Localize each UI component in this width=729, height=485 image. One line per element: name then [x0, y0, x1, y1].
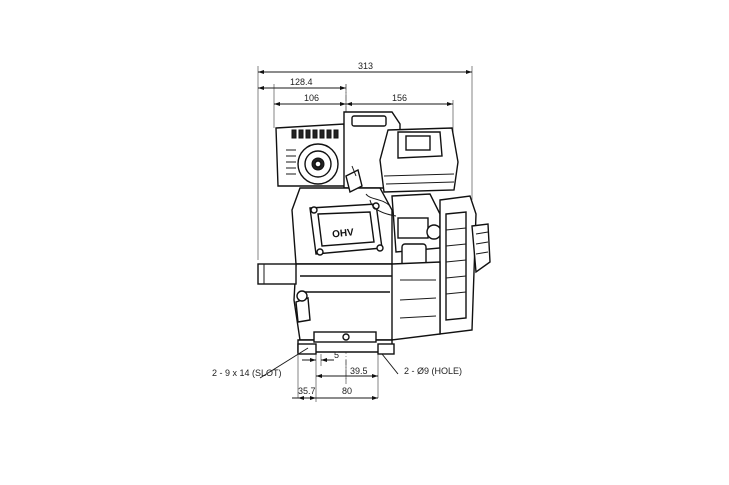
hole-callout: 2 - Ø9 (HOLE)	[404, 366, 462, 376]
shroud-louvers	[291, 129, 339, 139]
engine-body: OHV	[257, 111, 491, 355]
dim-80: 80	[342, 386, 352, 396]
dim-5: 5	[334, 350, 339, 360]
dim-39-5: 39.5	[350, 366, 368, 376]
dimension-lines-bottom	[259, 347, 399, 402]
dim-156: 156	[392, 93, 407, 103]
dimension-lines-top	[257, 66, 473, 260]
valve-cover-label: OHV	[332, 227, 355, 240]
dim-313: 313	[358, 61, 373, 71]
dim-106: 106	[304, 93, 319, 103]
slot-callout: 2 - 9 x 14 (SLOT)	[212, 368, 282, 378]
dim-128-4: 128.4	[290, 77, 313, 87]
dim-35-7: 35.7	[298, 386, 316, 396]
